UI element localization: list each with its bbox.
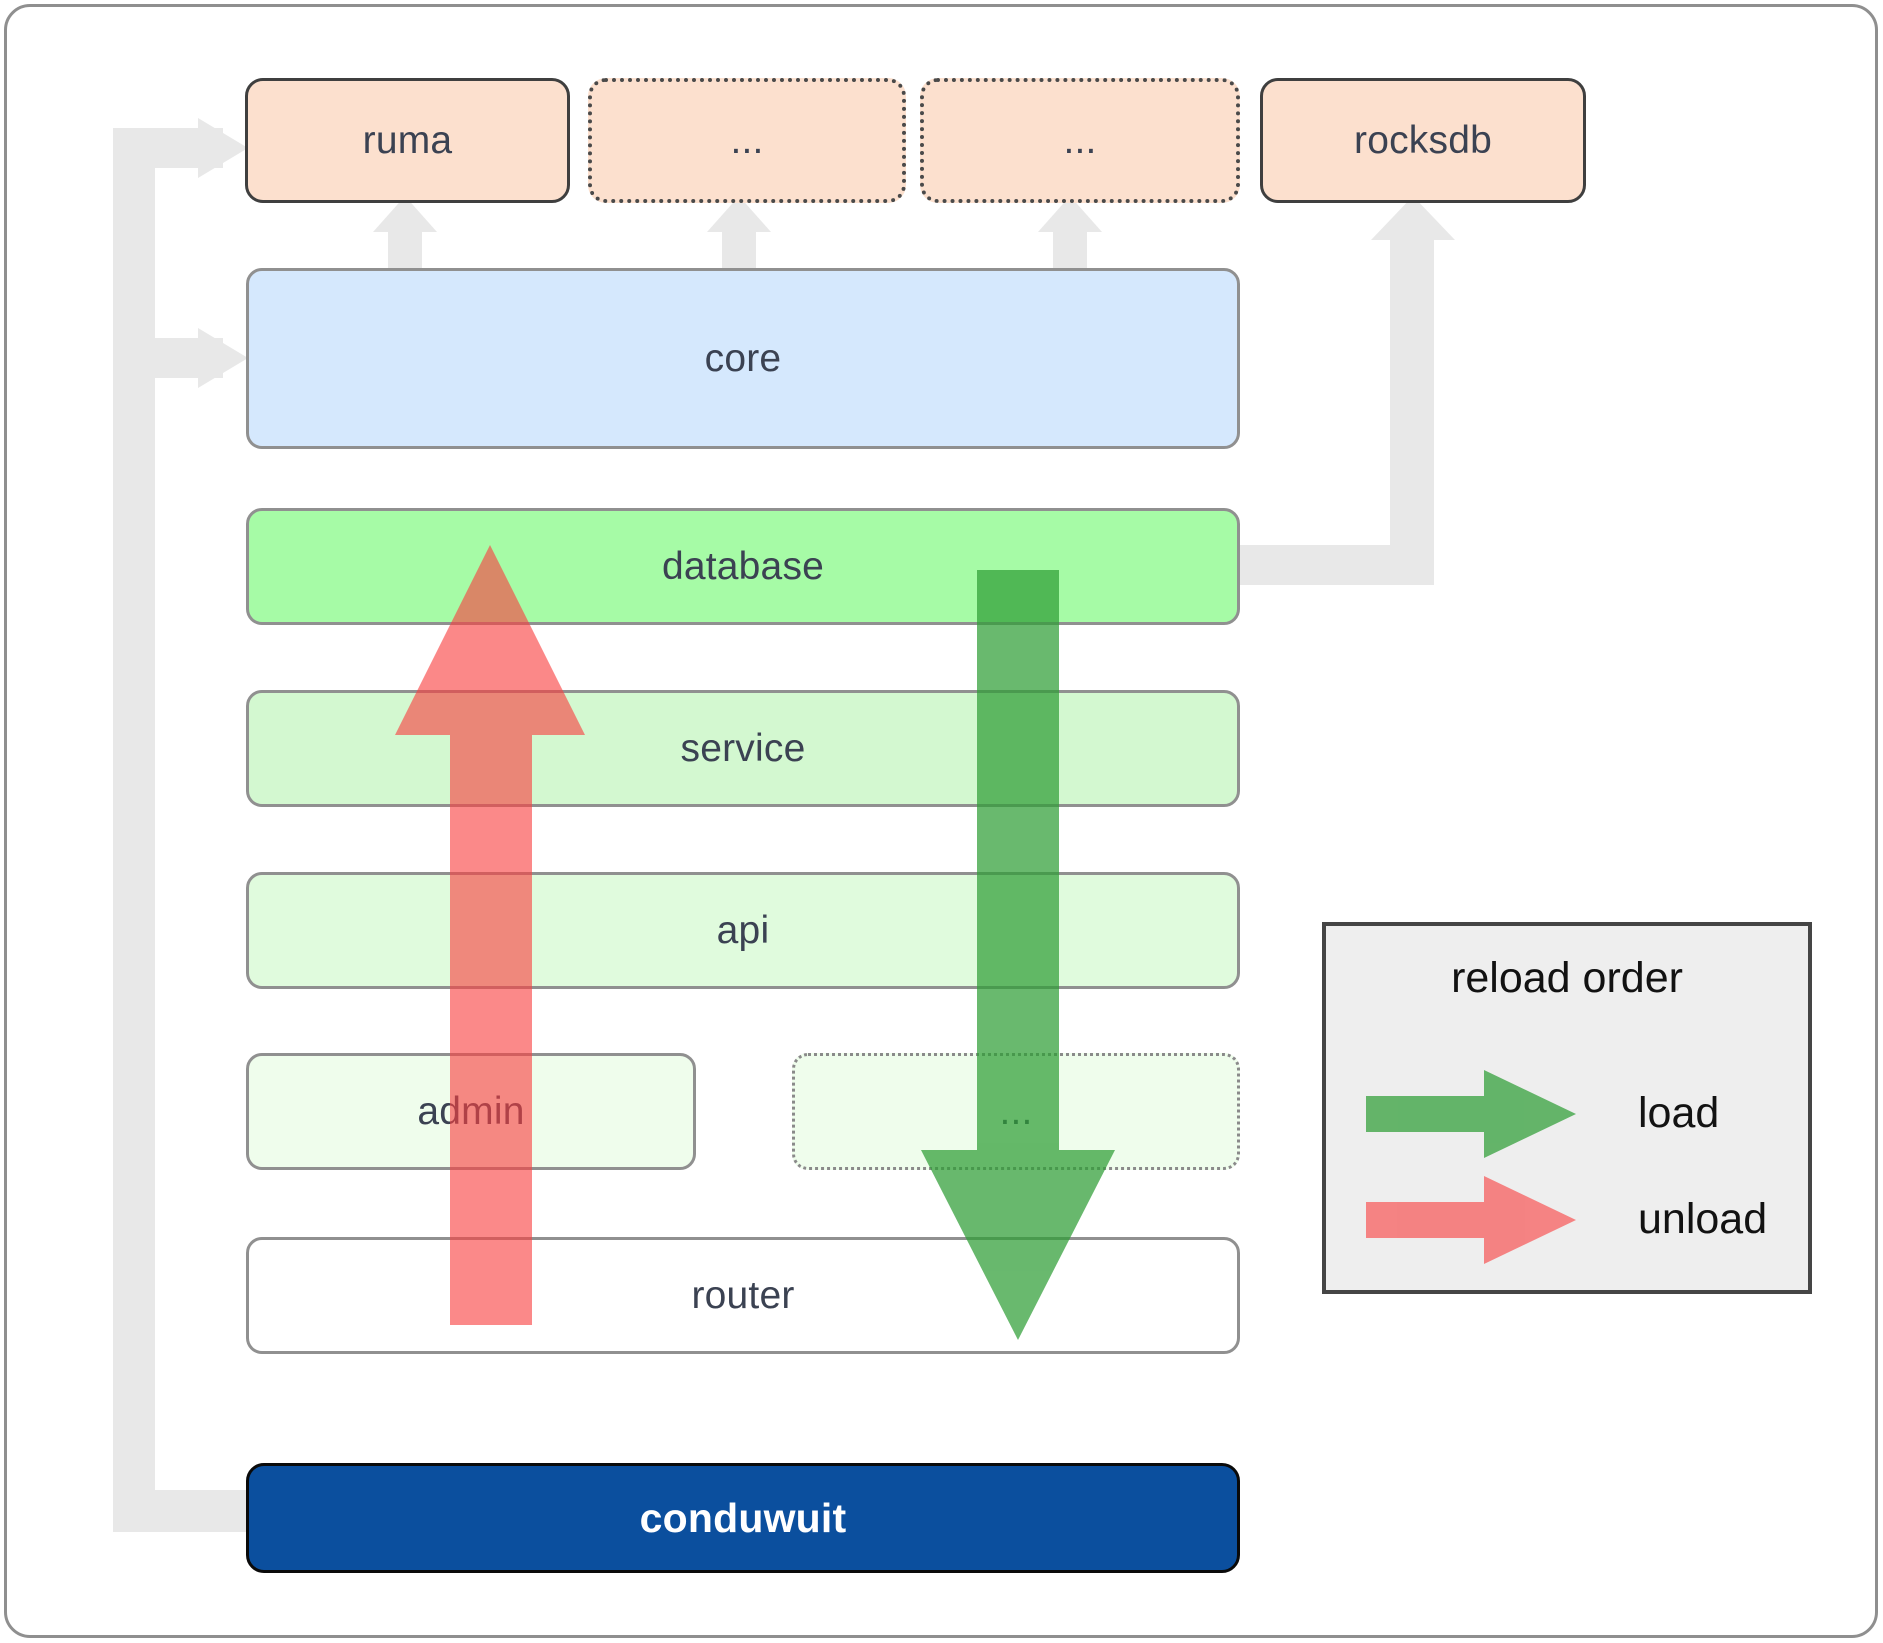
node-dependency-ellipsis-1[interactable]: ... (588, 78, 906, 203)
legend-panel: reload order load (1322, 922, 1812, 1294)
node-database[interactable]: database (246, 508, 1240, 625)
node-layer-ellipsis-label: ... (999, 1089, 1033, 1133)
legend-item-unload: unload (1326, 1174, 1808, 1264)
legend-item-unload-label: unload (1638, 1194, 1768, 1243)
node-api-label: api (716, 908, 770, 952)
node-router-label: router (691, 1273, 795, 1317)
node-rocksdb[interactable]: rocksdb (1260, 78, 1586, 203)
node-service-label: service (680, 726, 806, 770)
node-conduwuit[interactable]: conduwuit (246, 1463, 1240, 1573)
node-database-label: database (661, 544, 825, 588)
node-dependency-ellipsis-1-label: ... (730, 118, 764, 162)
node-layer-ellipsis[interactable]: ... (792, 1053, 1240, 1170)
legend-title: reload order (1451, 954, 1683, 1002)
diagram-frame (4, 4, 1878, 1638)
node-dependency-ellipsis-2-label: ... (1063, 118, 1097, 162)
node-api[interactable]: api (246, 872, 1240, 989)
node-admin[interactable]: admin (246, 1053, 696, 1170)
node-core[interactable]: core (246, 268, 1240, 449)
load-arrow-swatch (1366, 1068, 1586, 1158)
node-conduwuit-label: conduwuit (639, 1494, 847, 1541)
node-ruma[interactable]: ruma (245, 78, 570, 203)
node-admin-label: admin (417, 1089, 525, 1133)
node-router[interactable]: router (246, 1237, 1240, 1354)
node-core-label: core (704, 336, 782, 380)
node-rocksdb-label: rocksdb (1354, 118, 1492, 162)
node-service[interactable]: service (246, 690, 1240, 807)
legend-item-load-label: load (1638, 1088, 1720, 1137)
legend-item-load: load (1326, 1068, 1808, 1158)
unload-arrow-swatch (1366, 1174, 1586, 1264)
node-dependency-ellipsis-2[interactable]: ... (920, 78, 1240, 203)
node-ruma-label: ruma (362, 118, 453, 162)
